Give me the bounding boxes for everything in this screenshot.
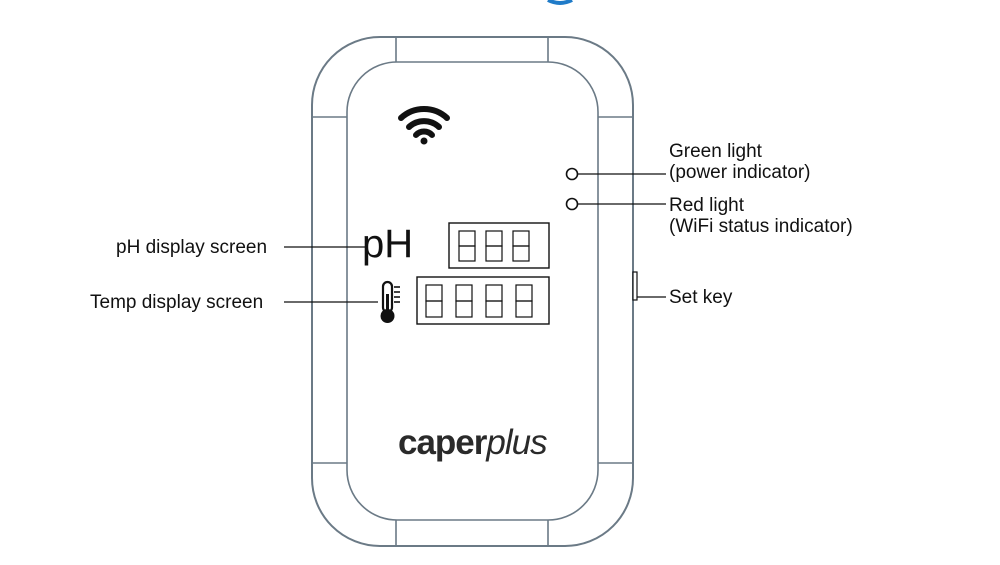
red-light-title: Red light bbox=[669, 195, 744, 216]
green-light-label: Green light (power indicator) bbox=[669, 141, 811, 183]
thermometer-icon bbox=[380, 280, 400, 323]
ph-screen-label: pH display screen bbox=[116, 237, 268, 258]
red-light-description: (WiFi status indicator) bbox=[669, 216, 853, 237]
digit-segment-lower bbox=[425, 300, 443, 318]
digit-segment-lower bbox=[515, 300, 533, 318]
digit-segment-lower bbox=[512, 245, 530, 262]
wifi-icon bbox=[398, 106, 450, 145]
set-key-label: Set key bbox=[669, 287, 733, 308]
brand-name-light: plus bbox=[486, 423, 547, 462]
digit-segment-lower bbox=[485, 300, 503, 318]
digit-segment-lower bbox=[458, 245, 476, 262]
red-light-label: Red light (WiFi status indicator) bbox=[669, 195, 853, 237]
device-band-lines bbox=[312, 37, 633, 546]
temp-display-screen bbox=[416, 276, 550, 325]
digit-segment-lower bbox=[485, 245, 503, 262]
set-key-button bbox=[632, 271, 638, 301]
brand-name-bold: caper bbox=[398, 423, 487, 462]
top-accent-mark bbox=[547, 0, 573, 5]
brand-logo: caperplus bbox=[398, 421, 548, 465]
temp-screen-label: Temp display screen bbox=[90, 292, 264, 313]
leader-lines bbox=[284, 173, 666, 303]
green-light-indicator bbox=[565, 167, 579, 181]
red-light-indicator bbox=[565, 197, 579, 211]
green-light-title: Green light bbox=[669, 141, 762, 162]
green-light-description: (power indicator) bbox=[669, 162, 811, 183]
ph-label: pH bbox=[362, 222, 414, 266]
ph-display-screen bbox=[448, 222, 550, 269]
digit-segment-lower bbox=[455, 300, 473, 318]
